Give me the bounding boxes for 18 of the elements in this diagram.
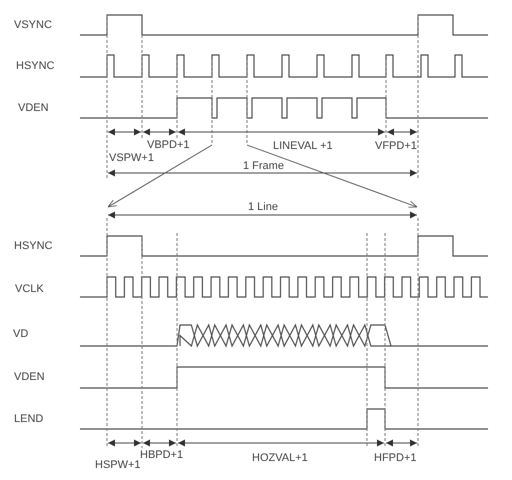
signal-label: HSYNC xyxy=(14,240,53,252)
dimension-label: 1 Frame xyxy=(243,160,284,172)
dimension-label: HOZVAL+1 xyxy=(252,452,308,464)
dimension-label: HFPD+1 xyxy=(374,452,416,464)
dimension-label: LINEVAL +1 xyxy=(273,140,333,152)
signal-label: HSYNC xyxy=(16,60,55,72)
signal-label: VDEN xyxy=(14,371,45,383)
dimension-label: VSPW+1 xyxy=(109,152,154,164)
dimension-label: HBPD+1 xyxy=(140,449,184,461)
signal-label: LEND xyxy=(14,413,44,425)
dimension-label: HSPW+1 xyxy=(95,459,141,471)
dimension-label: VBPD+1 xyxy=(147,139,190,151)
signal-label: VCLK xyxy=(15,283,44,295)
signal-label: VDEN xyxy=(18,102,49,114)
dimension-label: 1 Line xyxy=(248,201,278,213)
dimension-label: VFPD+1 xyxy=(375,140,417,152)
signal-label: VD xyxy=(13,328,28,340)
signal-label: VSYNC xyxy=(14,19,52,31)
